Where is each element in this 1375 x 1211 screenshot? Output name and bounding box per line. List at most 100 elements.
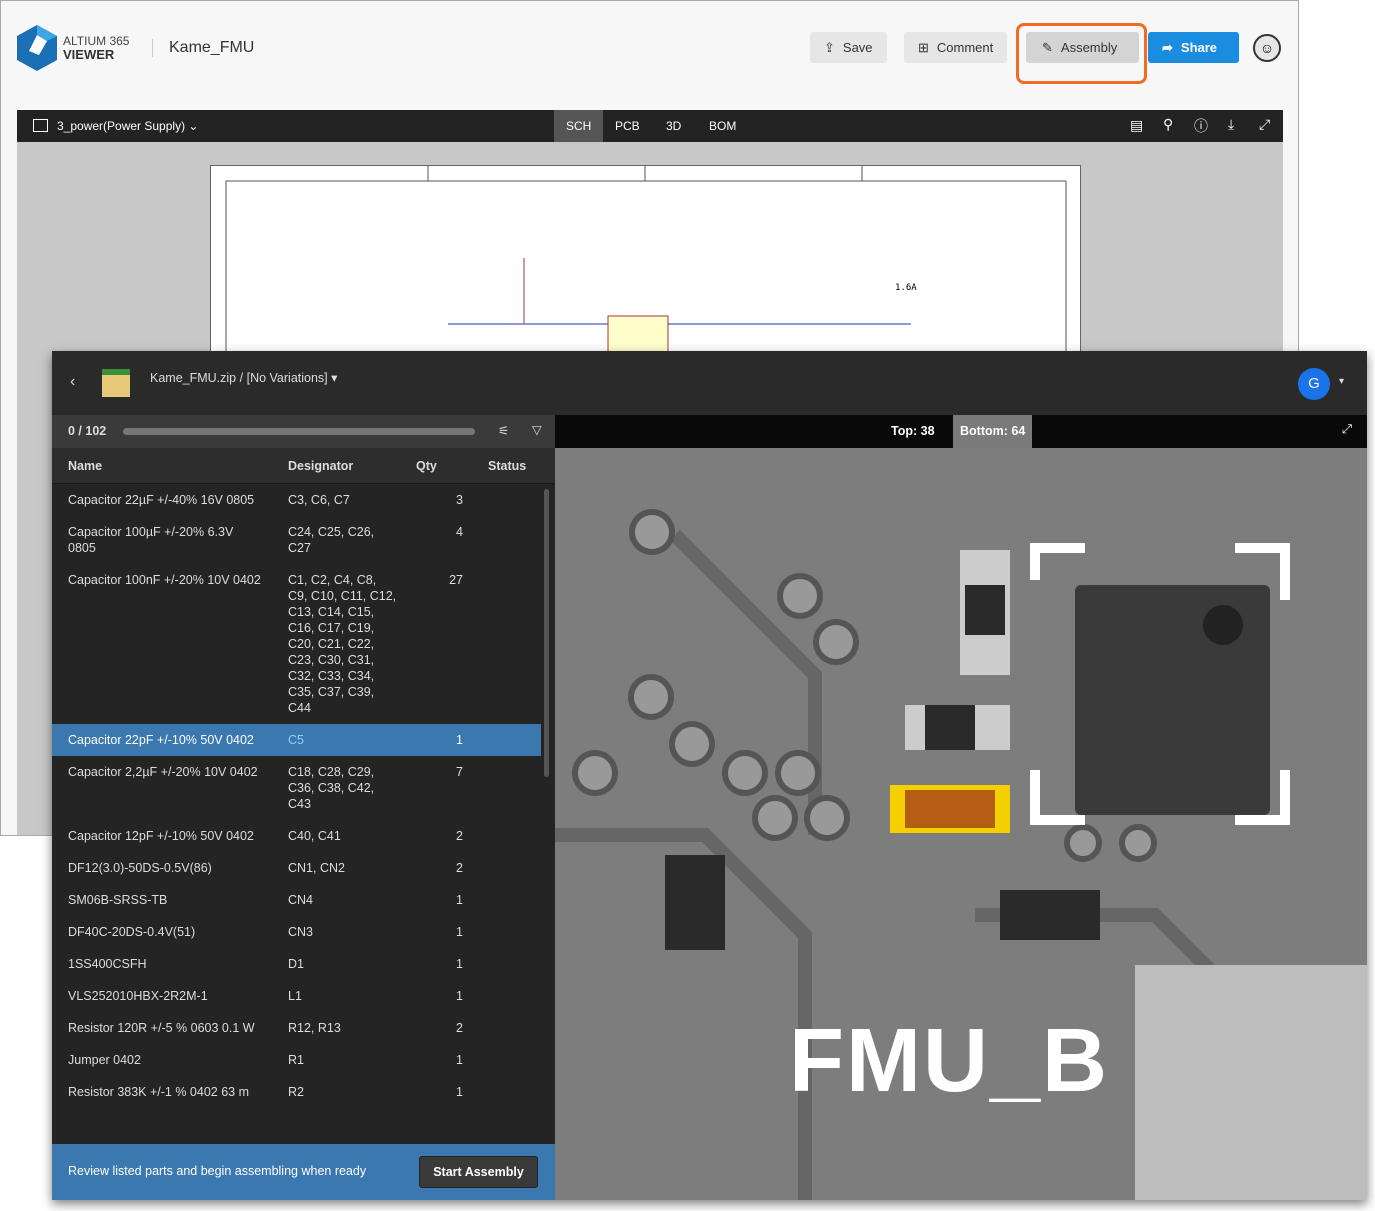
table-row[interactable]: Capacitor 22pF +/-10% 50V 0402 C5 1 (52, 724, 541, 756)
table-row[interactable]: 1SS400CSFH D1 1 (52, 948, 541, 980)
part-name: 1SS400CSFH (68, 957, 147, 971)
part-name: Resistor 383K +/-1 % 0402 63 m (68, 1085, 249, 1099)
footer-message: Review listed parts and begin assembling… (68, 1164, 367, 1178)
back-icon[interactable]: ‹ (70, 373, 76, 390)
part-name: Capacitor 100µF +/-20% 6.3V 0805 (68, 525, 234, 555)
table-row[interactable]: Capacitor 2,2µF +/-20% 10V 0402 C18, C28… (52, 756, 541, 820)
part-designator: C3, C6, C7 (288, 493, 350, 507)
start-assembly-button[interactable]: Start Assembly (419, 1156, 538, 1188)
settings-sliders-icon[interactable]: ⚟ (498, 424, 510, 438)
part-qty: 7 (456, 765, 463, 779)
document-select[interactable]: 3_power(Power Supply) ⌄ (57, 119, 198, 133)
document-name: 3_power(Power Supply) (57, 119, 186, 133)
tab-bom[interactable]: BOM (709, 119, 737, 133)
account-menu-icon[interactable]: ▾ (1339, 376, 1345, 387)
part-name: Jumper 0402 (68, 1053, 141, 1067)
highlight-box (1016, 23, 1147, 84)
part-designator: R12, R13 (288, 1021, 341, 1035)
assembly-header: ‹ Kame_FMU.zip / [No Variations] ▾ G ▾ (52, 351, 1367, 415)
part-qty: 3 (456, 493, 463, 507)
share-button[interactable]: ➦ Share (1148, 32, 1239, 63)
top-side-button[interactable]: Top: 38 (891, 424, 935, 438)
part-name: Resistor 120R +/-5 % 0603 0.1 W (68, 1021, 255, 1035)
table-row[interactable]: DF40C-20DS-0.4V(51) CN3 1 (52, 916, 541, 948)
search-icon[interactable]: ⚲ (1163, 116, 1174, 132)
part-qty: 1 (456, 1053, 463, 1067)
part-designator: CN4 (288, 893, 314, 907)
table-header: Name Designator Qty Status (52, 448, 555, 484)
tab-sch[interactable]: SCH (554, 110, 604, 142)
file-name: Kame_FMU.zip (150, 371, 237, 385)
table-row[interactable]: Capacitor 100µF +/-20% 6.3V 0805 C24, C2… (52, 516, 541, 564)
user-avatar-icon[interactable]: ☺ (1253, 34, 1281, 62)
viewer-toolbar: 3_power(Power Supply) ⌄ SCH PCB 3D BOM ▤… (17, 110, 1283, 142)
table-row[interactable]: Capacitor 100nF +/-20% 10V 0402 C1, C2, … (52, 564, 541, 724)
project-title: Kame_FMU (169, 39, 255, 56)
variation-select[interactable]: Kame_FMU.zip / [No Variations] ▾ (150, 370, 337, 385)
part-designator: D1 (288, 957, 304, 971)
pcb-view-bar: Top: 38 Bottom: 64 ⤢ (555, 415, 1367, 448)
table-row[interactable]: Resistor 120R +/-5 % 0603 0.1 W R12, R13… (52, 1012, 541, 1044)
table-row[interactable]: Jumper 0402 R1 1 (52, 1044, 541, 1076)
schematic-drawing (225, 166, 1067, 372)
path-separator: / (239, 371, 244, 385)
part-designator: C18, C28, C29, C36, C38, C42, C43 (288, 765, 375, 811)
column-qty[interactable]: Qty (416, 459, 437, 473)
share-icon: ➦ (1162, 39, 1173, 55)
tab-pcb[interactable]: PCB (615, 119, 640, 133)
part-name: SM06B-SRSS-TB (68, 893, 168, 907)
pcb-render (555, 509, 1367, 1200)
brand-line2: VIEWER (63, 47, 115, 62)
assembly-panel: ‹ Kame_FMU.zip / [No Variations] ▾ G ▾ 0… (52, 351, 1367, 1200)
progress-text: 0 / 102 (68, 424, 107, 438)
part-name: Capacitor 2,2µF +/-20% 10V 0402 (68, 765, 258, 779)
table-row[interactable]: Capacitor 12pF +/-10% 50V 0402 C40, C41 … (52, 820, 541, 852)
part-designator: R2 (288, 1085, 304, 1099)
pcb-view[interactable]: Top: 38 Bottom: 64 ⤢ FMU_B (555, 415, 1367, 1200)
download-icon[interactable]: ⤓ (1228, 116, 1235, 132)
table-row[interactable]: SM06B-SRSS-TB CN4 1 (52, 884, 541, 916)
part-name: Capacitor 12pF +/-10% 50V 0402 (68, 829, 254, 843)
scrollbar[interactable] (544, 489, 549, 777)
part-name: VLS252010HBX-2R2M-1 (68, 989, 208, 1003)
altium-logo-icon (17, 25, 57, 71)
table-row[interactable]: Resistor 383K +/-1 % 0402 63 m R2 1 (52, 1076, 541, 1108)
bom-table: Capacitor 22µF +/-40% 16V 0805 C3, C6, C… (52, 484, 555, 1144)
current-label: 1.6A (895, 283, 917, 293)
comment-icon: ⊞ (918, 39, 929, 55)
part-designator: L1 (288, 989, 302, 1003)
part-name: Capacitor 22pF +/-10% 50V 0402 (68, 733, 254, 747)
part-qty: 1 (456, 957, 463, 971)
package-icon (102, 369, 130, 397)
part-designator: CN3 (288, 925, 314, 939)
part-qty: 1 (456, 989, 463, 1003)
user-avatar[interactable]: G (1298, 368, 1330, 400)
table-row[interactable]: VLS252010HBX-2R2M-1 L1 1 (52, 980, 541, 1012)
comments-icon[interactable]: ▤ (1130, 117, 1144, 133)
table-row[interactable]: Capacitor 22µF +/-40% 16V 0805 C3, C6, C… (52, 484, 541, 516)
divider (152, 39, 153, 57)
comment-button[interactable]: ⊞ Comment (904, 32, 1008, 63)
table-row[interactable]: DF12(3.0)-50DS-0.5V(86) CN1, CN2 2 (52, 852, 541, 884)
share-label: Share (1180, 40, 1218, 55)
variation-name: [No Variations] (246, 371, 328, 385)
info-icon[interactable]: ⓘ (1194, 118, 1208, 134)
column-designator[interactable]: Designator (288, 459, 354, 473)
assembly-button[interactable]: ✎Assembly (1026, 32, 1139, 63)
part-name: Capacitor 22µF +/-40% 16V 0805 (68, 493, 255, 507)
fullscreen-icon[interactable]: ⤢ (1259, 116, 1271, 132)
fullscreen-icon[interactable]: ⤢ (1342, 422, 1353, 436)
save-button[interactable]: ⇪Save (810, 32, 887, 63)
column-status[interactable]: Status (488, 459, 527, 473)
comment-label: Comment (936, 40, 994, 55)
column-name[interactable]: Name (68, 459, 103, 473)
part-qty: 2 (456, 861, 463, 875)
part-name: DF40C-20DS-0.4V(51) (68, 925, 196, 939)
tab-3d[interactable]: 3D (666, 119, 682, 133)
part-designator: C24, C25, C26, C27 (288, 525, 375, 555)
part-designator: C40, C41 (288, 829, 341, 843)
part-designator: CN1, CN2 (288, 861, 345, 875)
filter-icon[interactable]: ▽ (532, 423, 542, 437)
part-qty: 1 (456, 893, 463, 907)
bottom-side-button[interactable]: Bottom: 64 (953, 415, 1033, 448)
